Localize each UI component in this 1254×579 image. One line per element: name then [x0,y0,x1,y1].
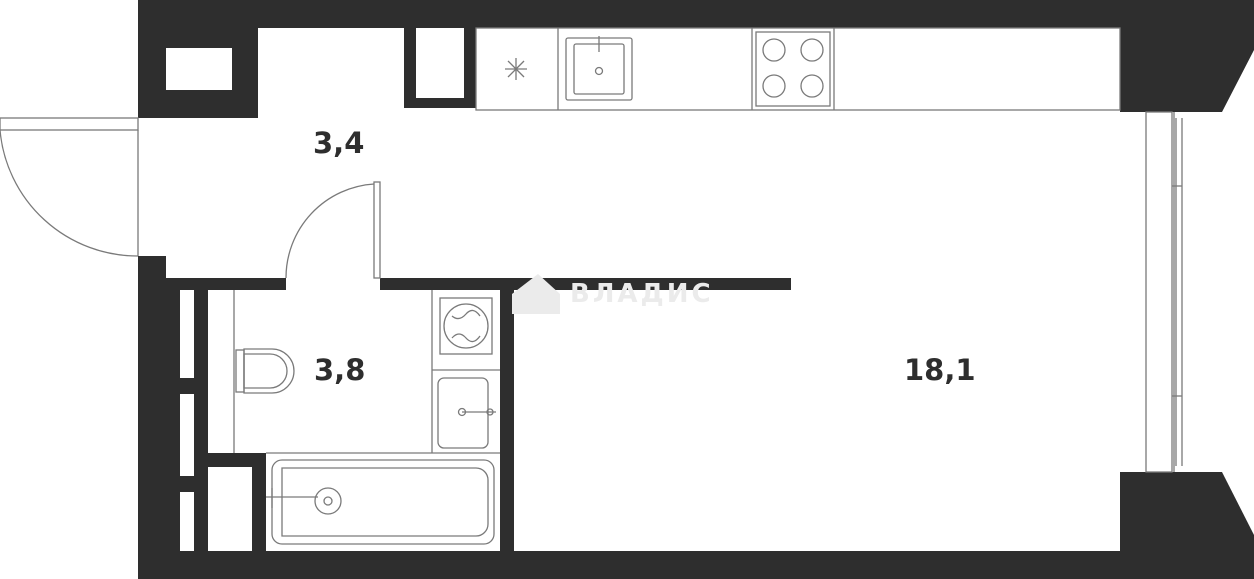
stove-icon [755,31,831,107]
washing-machine-icon [439,297,493,355]
washbasin-icon [437,377,496,449]
door-swing-icon [0,117,139,257]
area-label-living-room: 18,1 [904,353,976,387]
bathroom-outline [233,290,500,454]
window-icon [1145,111,1183,473]
door-swing-icon [285,181,381,279]
fridge-icon [505,58,527,80]
watermark: ВЛАДИС [512,274,714,314]
bathtub-icon [266,459,495,545]
toilet-icon [235,348,295,394]
area-label-bathroom: 3,8 [314,353,365,387]
area-label-hallway: 3,4 [313,126,364,160]
kitchen-counter [475,27,1121,111]
watermark-text: ВЛАДИС [570,279,714,309]
watermark-logo-icon [512,274,560,314]
sink-icon [565,36,633,101]
